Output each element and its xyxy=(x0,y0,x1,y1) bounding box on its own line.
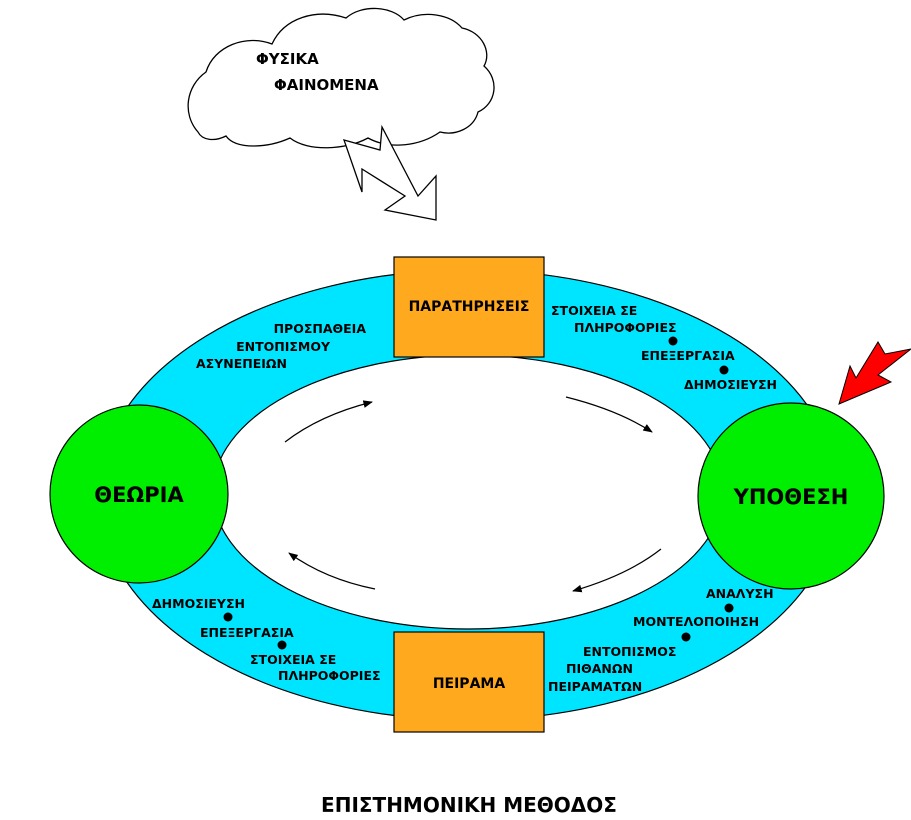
cycle-arrow-top-right xyxy=(565,396,653,433)
annotation-top-right-2: ΠΛΗΡΟΦΟΡΙΕΣ xyxy=(574,320,677,335)
annotation-top-left-1: ΠΡΟΣΠΑΘΕΙΑ xyxy=(274,321,367,336)
annotation-bottom-right-5: ΠΕΙΡΑΜΑΤΩΝ xyxy=(548,679,642,694)
annotation-top-right-3: ΕΠΕΞΕΡΓΑΣΙΑ xyxy=(641,348,735,363)
annotation-bottom-right-4: ΠΙΘΑΝΩΝ xyxy=(566,661,633,676)
annotation-top-left-2: ΕΝΤΟΠΙΣΜΟΥ xyxy=(236,339,331,354)
hypothesis-label: ΥΠΟΘΕΣΗ xyxy=(733,485,849,509)
observations-box xyxy=(393,256,545,358)
theory-label: ΘΕΩΡΙΑ xyxy=(94,483,184,507)
annotation-bottom-left-4: ΠΛΗΡΟΦΟΡΙΕΣ xyxy=(278,668,381,683)
hypothesis-node xyxy=(697,402,885,590)
annotation-top-right-4: ΔΗΜΟΣΙΕΥΣΗ xyxy=(684,377,777,392)
experiment-box xyxy=(393,631,545,733)
annotation-bottom-left-1: ΔΗΜΟΣΙΕΥΣΗ xyxy=(152,596,245,611)
bullet-dot xyxy=(277,640,287,650)
annotation-bottom-right-1: ΑΝΑΛΥΣΗ xyxy=(706,586,774,601)
cloud-text-line2: ΦΑΙΝΟΜΕΝΑ xyxy=(274,76,379,94)
bullet-dot xyxy=(719,365,729,375)
red-pointer-arrow xyxy=(838,341,911,405)
cycle-arrow-top-left xyxy=(284,400,373,443)
bullet-dot xyxy=(223,612,233,622)
diagram-caption: ΕΠΙΣΤΗΜΟΝΙΚΗ ΜΕΘΟΔΟΣ xyxy=(321,793,617,817)
bullet-dot xyxy=(668,336,678,346)
cycle-arrow-bottom-left xyxy=(288,552,376,590)
observations-label: ΠΑΡΑΤΗΡΗΣΕΙΣ xyxy=(409,299,530,315)
bullet-dot xyxy=(724,603,734,613)
cycle-arrow-bottom-right xyxy=(572,548,662,593)
input-arrow xyxy=(342,124,437,221)
annotation-bottom-left-3: ΣΤΟΙΧΕΙΑ ΣΕ xyxy=(250,652,336,667)
annotation-top-right-1: ΣΤΟΙΧΕΙΑ ΣΕ xyxy=(551,303,637,318)
annotation-bottom-right-2: ΜΟΝΤΕΛΟΠΟΙΗΣΗ xyxy=(633,614,759,629)
theory-node xyxy=(49,404,229,584)
annotation-bottom-left-2: ΕΠΕΞΕΡΓΑΣΙΑ xyxy=(200,625,294,640)
cloud-shape xyxy=(187,7,495,149)
cloud-text-line1: ΦΥΣΙΚΑ xyxy=(256,50,319,68)
annotation-bottom-right-3: ΕΝΤΟΠΙΣΜΟΣ xyxy=(583,644,676,659)
experiment-label: ΠΕΙΡΑΜΑ xyxy=(433,676,506,692)
annotation-top-left-3: ΑΣΥΝΕΠΕΙΩΝ xyxy=(196,356,287,371)
bullet-dot xyxy=(681,632,691,642)
